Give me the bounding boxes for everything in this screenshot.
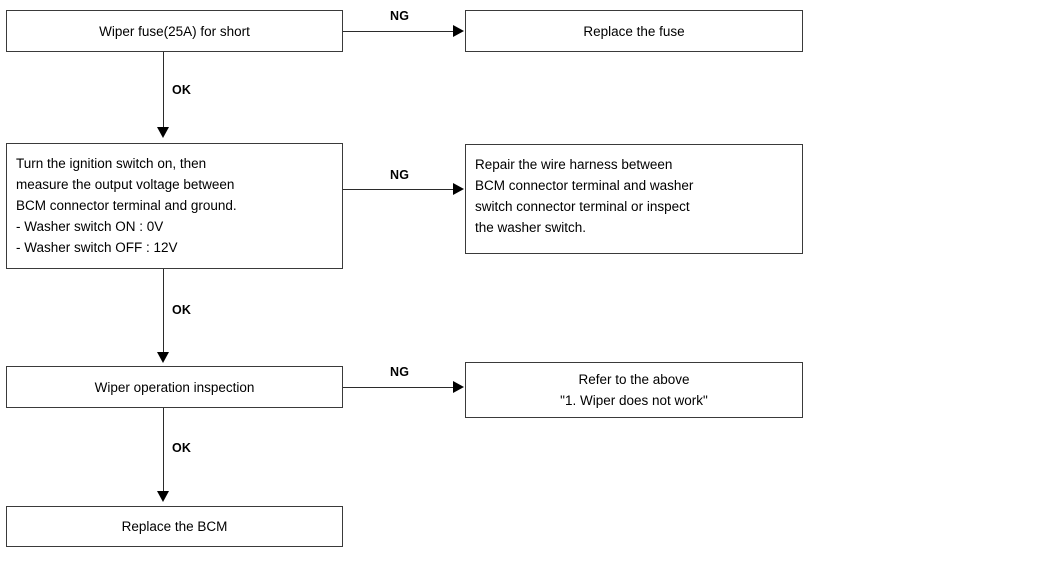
- arrowhead-ng-3: [453, 381, 464, 393]
- connector-ng-3: [343, 387, 454, 388]
- connector-ng-2: [343, 189, 454, 190]
- arrowhead-ok-1: [157, 127, 169, 138]
- edge-label-ok-2: OK: [172, 303, 192, 317]
- node-wiper-operation-inspection[interactable]: Wiper operation inspection: [6, 366, 343, 408]
- node-label: Wiper fuse(25A) for short: [99, 21, 250, 42]
- node-text-line: Wiper operation inspection: [94, 379, 255, 395]
- node-text-line: measure the output voltage between: [16, 177, 235, 192]
- edge-label-ok-1: OK: [172, 83, 192, 97]
- node-text-line: Replace the fuse: [583, 23, 685, 39]
- node-label: Refer to the above "1. Wiper does not wor…: [560, 369, 708, 411]
- node-text-line: - Washer switch ON : 0V: [16, 219, 164, 234]
- arrowhead-ng-1: [453, 25, 464, 37]
- node-replace-the-bcm[interactable]: Replace the BCM: [6, 506, 343, 547]
- connector-ok-1: [163, 52, 164, 128]
- node-text-line: Refer to the above: [578, 372, 690, 387]
- node-label: Wiper operation inspection: [95, 377, 255, 398]
- node-label: Replace the fuse: [583, 21, 684, 42]
- edge-label-ng-3: NG: [390, 365, 410, 379]
- arrowhead-ng-2: [453, 183, 464, 195]
- node-text-line: the washer switch.: [475, 220, 587, 235]
- connector-ng-1: [343, 31, 454, 32]
- node-text-line: Replace the BCM: [121, 519, 228, 534]
- node-text-line: BCM connector terminal and washer: [475, 178, 694, 193]
- node-label: Turn the ignition switch on, then measure…: [16, 153, 342, 258]
- node-refer-to-the-above[interactable]: Refer to the above "1. Wiper does not wor…: [465, 362, 803, 418]
- connector-ok-3: [163, 408, 164, 492]
- node-text-line: - Washer switch OFF : 12V: [16, 240, 178, 255]
- arrowhead-ok-3: [157, 491, 169, 502]
- edge-label-ok-3: OK: [172, 441, 192, 455]
- edge-label-ng-2: NG: [390, 168, 410, 182]
- node-measure-output-voltage[interactable]: Turn the ignition switch on, then measure…: [6, 143, 343, 269]
- node-replace-the-fuse[interactable]: Replace the fuse: [465, 10, 803, 52]
- node-text-line: Turn the ignition switch on, then: [16, 156, 207, 171]
- connector-ok-2: [163, 269, 164, 353]
- node-text-line: Repair the wire harness between: [475, 157, 673, 172]
- node-text-line: switch connector terminal or inspect: [475, 199, 690, 214]
- arrowhead-ok-2: [157, 352, 169, 363]
- node-text-line: BCM connector terminal and ground.: [16, 198, 237, 213]
- node-text-line: Wiper fuse(25A) for short: [99, 23, 250, 39]
- node-label: Replace the BCM: [122, 516, 228, 537]
- edge-label-ng-1: NG: [390, 9, 410, 23]
- node-text-line: "1. Wiper does not work": [560, 393, 708, 408]
- node-wiper-fuse-check[interactable]: Wiper fuse(25A) for short: [6, 10, 343, 52]
